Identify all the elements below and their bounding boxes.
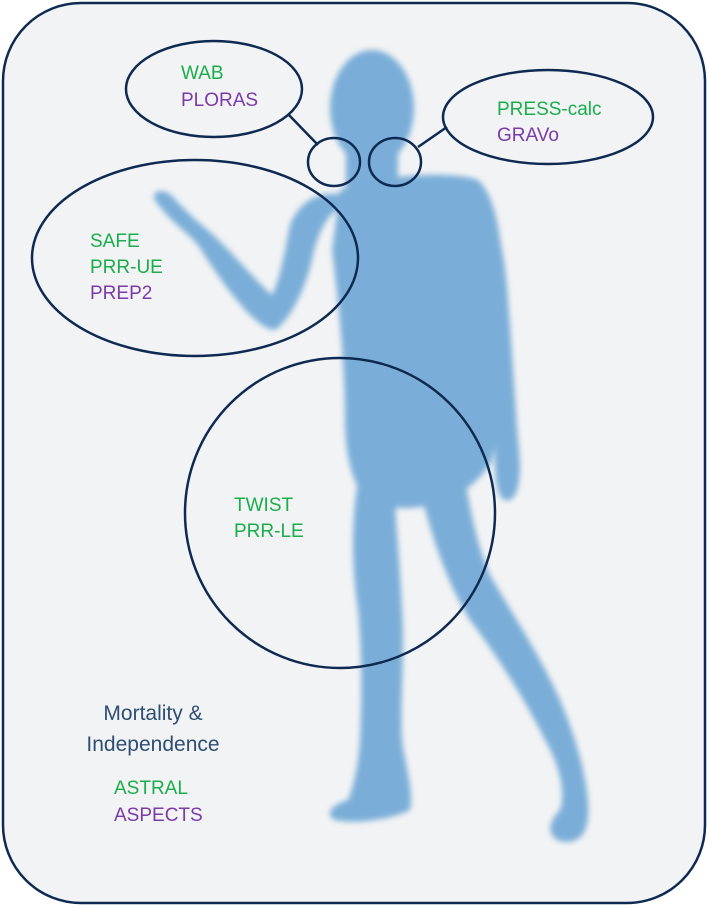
right-eye-ring xyxy=(367,136,423,188)
upper-limb-bubble xyxy=(30,158,360,358)
head-left-label-1: WAB xyxy=(181,63,224,84)
head-left-label-2: PLORAS xyxy=(181,90,259,111)
global-label-2: ASPECTS xyxy=(114,805,203,826)
upper-limb-label-3: PREP2 xyxy=(90,283,153,304)
left-eye-ring xyxy=(306,136,362,188)
head-left-bubble xyxy=(124,39,304,139)
lower-limb-circle xyxy=(183,356,497,670)
global-heading-line-1: Mortality & xyxy=(103,702,203,725)
head-right-label-2: GRAVo xyxy=(497,125,559,146)
upper-limb-label-1: SAFE xyxy=(90,231,140,252)
upper-limb-label-2: PRR-UE xyxy=(90,257,163,278)
connector-right xyxy=(417,125,448,149)
connector-left xyxy=(287,113,319,146)
head-right-label-1: PRESS-calc xyxy=(497,99,602,120)
lower-limb-label-2: PRR-LE xyxy=(234,521,304,542)
lower-limb-label-1: TWIST xyxy=(234,495,294,516)
global-heading-line-2: Independence xyxy=(86,733,220,756)
global-label-1: ASTRAL xyxy=(114,778,188,799)
outline-group xyxy=(30,39,655,670)
head-right-bubble xyxy=(441,68,655,166)
